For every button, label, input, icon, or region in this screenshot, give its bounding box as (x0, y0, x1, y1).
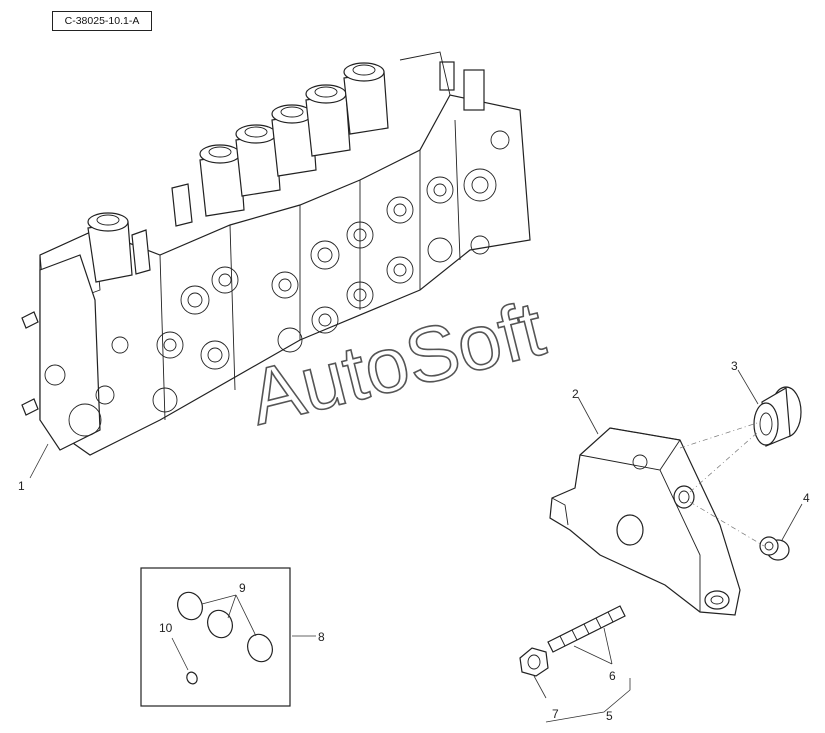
callout-6: 6 (609, 669, 616, 683)
callout-4: 4 (803, 491, 810, 505)
mounting-bracket (549, 427, 741, 616)
spool-caps (87, 62, 389, 283)
callout-8: 8 (318, 630, 325, 644)
o-ring-10 (186, 671, 198, 685)
callout-2: 2 (572, 387, 579, 401)
o-ring-9a (177, 591, 203, 621)
callout-labels: 1 2 3 4 5 6 7 8 9 10 (18, 359, 810, 723)
o-ring-9b (207, 609, 233, 639)
callout-5: 5 (606, 709, 613, 723)
bushing (759, 536, 790, 561)
callout-3: 3 (731, 359, 738, 373)
callout-1: 1 (18, 479, 25, 493)
leader-lines (29, 369, 803, 723)
reference-code-box: C-38025-10.1-A (52, 11, 152, 31)
plug (753, 386, 802, 447)
seal-kit (140, 567, 291, 707)
callout-9: 9 (239, 581, 246, 595)
studs (547, 605, 626, 653)
hex-nut (519, 647, 549, 677)
callout-7: 7 (552, 707, 559, 721)
callout-10: 10 (159, 621, 173, 635)
o-ring-9c (247, 633, 273, 663)
valve-ports (152, 130, 510, 413)
control-valve-assembly (21, 51, 531, 456)
